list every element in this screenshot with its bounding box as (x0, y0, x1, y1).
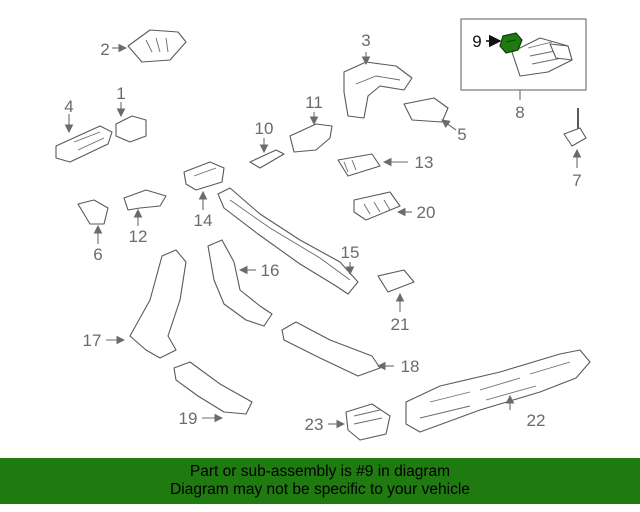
part-20-vent[interactable] (353, 191, 401, 221)
part-18-duct[interactable] (281, 321, 381, 377)
part-19-duct[interactable] (173, 361, 253, 415)
banner-line-part-info: Part or sub-assembly is #9 in diagram (189, 463, 451, 480)
callout-15: 15 (341, 243, 360, 262)
part-17-duct[interactable] (129, 249, 187, 359)
callout-1: 1 (116, 84, 125, 103)
callout-6: 6 (93, 245, 102, 264)
part-1-vent[interactable] (115, 115, 147, 143)
part-12-bracket[interactable] (123, 189, 167, 211)
callout-19: 19 (179, 409, 198, 428)
part-22-dash-vent-panel[interactable] (405, 349, 591, 433)
callout-11: 11 (305, 93, 323, 112)
part-3-duct[interactable] (343, 61, 413, 119)
part-6-connector[interactable] (77, 199, 109, 225)
callout-21: 21 (391, 315, 410, 334)
part-8-duct[interactable] (511, 37, 573, 77)
callout-13: 13 (415, 153, 434, 172)
part-4-duct[interactable] (55, 125, 113, 163)
part-14-vent[interactable] (183, 161, 225, 191)
part-21-vent[interactable] (377, 269, 415, 293)
part-23-vent[interactable] (345, 403, 391, 441)
banner-line-disclaimer: Diagram may not be specific to your vehi… (170, 481, 470, 498)
callout-7: 7 (572, 171, 581, 190)
part-info-banner: Part or sub-assembly is #9 in diagram Di… (0, 458, 640, 504)
part-10-clip[interactable] (249, 149, 285, 169)
part-2-vent[interactable] (127, 29, 187, 63)
callout-16: 16 (261, 261, 280, 280)
callout-12: 12 (129, 227, 148, 246)
callout-3: 3 (361, 31, 370, 50)
callout-5: 5 (457, 125, 466, 144)
callout-2: 2 (100, 40, 109, 59)
part-15-duct[interactable] (217, 187, 359, 295)
callout-14: 14 (194, 211, 213, 230)
part-13-vent[interactable] (337, 153, 381, 177)
callout-17: 17 (83, 331, 102, 350)
callout-8: 8 (515, 103, 524, 122)
part-7-sensor[interactable] (563, 108, 587, 147)
callout-22: 22 (527, 411, 546, 430)
part-16-duct[interactable] (207, 239, 273, 327)
part-11-bracket[interactable] (289, 123, 333, 153)
callout-23: 23 (305, 415, 324, 434)
callout-10: 10 (255, 119, 274, 138)
exploded-parts-diagram: 1 2 3 4 5 6 7 8 9 10 11 12 13 14 15 16 1… (55, 18, 591, 441)
callout-9: 9 (472, 32, 481, 51)
callout-20: 20 (417, 203, 436, 222)
callout-18: 18 (401, 357, 420, 376)
callout-4: 4 (64, 97, 73, 116)
part-5-outlet[interactable] (403, 97, 449, 123)
